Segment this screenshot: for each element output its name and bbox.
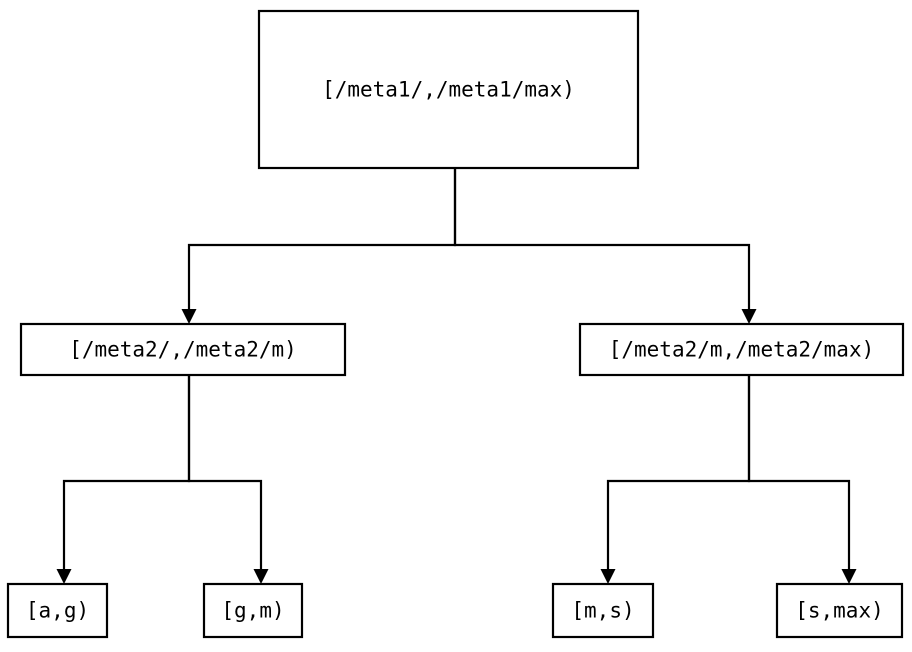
node-box[interactable] <box>202 582 304 639</box>
arrowhead-down-icon <box>741 309 757 324</box>
tree-node[interactable]: [/meta2/m,/meta2/max) <box>578 322 905 377</box>
tree-node[interactable]: [m,s) <box>551 582 655 639</box>
node-label: [/meta2/m,/meta2/max) <box>609 338 875 362</box>
node-label: [a,g) <box>26 599 89 623</box>
arrowhead-down-icon <box>841 569 857 584</box>
node-label: [m,s) <box>571 599 634 623</box>
node-box[interactable] <box>551 582 655 639</box>
edge-connector-line <box>747 375 851 569</box>
tree-edge <box>181 168 457 324</box>
arrowhead-down-icon <box>253 569 269 584</box>
arrowhead-down-icon <box>181 309 197 324</box>
node-box[interactable] <box>6 582 109 639</box>
node-box[interactable] <box>19 322 347 377</box>
edge-connector-line <box>187 375 263 569</box>
edge-connector-line <box>453 168 751 309</box>
tree-edge <box>747 375 857 584</box>
node-label: [g,m) <box>221 599 284 623</box>
tree-node[interactable]: [g,m) <box>202 582 304 639</box>
tree-edge <box>56 375 191 584</box>
nodes-layer: [/meta1/,/meta1/max) [/meta2/,/meta2/m) [/… <box>6 9 905 639</box>
tree-edge <box>453 168 757 324</box>
node-box[interactable] <box>257 9 640 170</box>
edges-layer <box>56 168 857 584</box>
edge-connector-line <box>606 375 751 569</box>
tree-node[interactable]: [/meta1/,/meta1/max) <box>257 9 640 170</box>
tree-edge <box>187 375 269 584</box>
arrowhead-down-icon <box>56 569 72 584</box>
edge-connector-line <box>187 168 457 309</box>
node-box[interactable] <box>775 582 904 639</box>
node-label: [/meta1/,/meta1/max) <box>322 78 575 102</box>
tree-node[interactable]: [s,max) <box>775 582 904 639</box>
node-box[interactable] <box>578 322 905 377</box>
edge-connector-line <box>62 375 191 569</box>
node-label: [s,max) <box>795 599 884 623</box>
tree-edge <box>600 375 751 584</box>
node-label: [/meta2/,/meta2/m) <box>69 338 297 362</box>
tree-node[interactable]: [a,g) <box>6 582 109 639</box>
tree-node[interactable]: [/meta2/,/meta2/m) <box>19 322 347 377</box>
arrowhead-down-icon <box>600 569 616 584</box>
